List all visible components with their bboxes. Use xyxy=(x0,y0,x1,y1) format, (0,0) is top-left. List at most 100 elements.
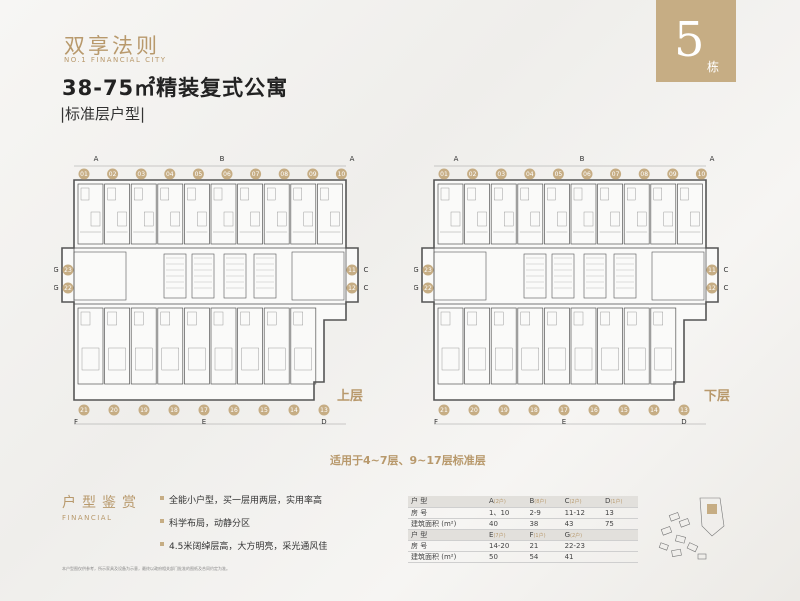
furniture xyxy=(441,347,460,371)
furniture xyxy=(223,211,234,227)
grid-marker-circle xyxy=(610,168,622,180)
grid-marker-circle xyxy=(678,404,690,416)
grid-marker: 02 xyxy=(467,168,479,180)
unit-cell xyxy=(290,307,317,385)
bathroom xyxy=(520,311,531,326)
spec-cell: A(2户) xyxy=(486,496,527,508)
unit-cell xyxy=(650,307,677,385)
spec-cell: 14-20 xyxy=(486,540,527,552)
spec-cell-value: 13 xyxy=(604,508,614,517)
grid-marker: 17 xyxy=(198,404,210,416)
furniture xyxy=(294,347,313,371)
spec-row-label: 户 型 xyxy=(408,529,486,541)
grid-marker-label: 15 xyxy=(620,407,628,414)
unit-cell xyxy=(77,307,104,385)
grid-marker: 06 xyxy=(221,168,233,180)
spec-cell: 22-23 xyxy=(561,540,602,552)
grid-marker: 21 xyxy=(438,404,450,416)
grid-marker-circle xyxy=(528,404,540,416)
feature-item: 4.5米阔绰层高，大方明亮，采光通风佳 xyxy=(160,539,327,552)
grid-marker: 15 xyxy=(618,404,630,416)
product-title: 38-75㎡精装复式公寓 xyxy=(62,76,289,100)
unit-cell xyxy=(263,307,290,385)
bathroom xyxy=(266,187,276,201)
grid-marker-label: 19 xyxy=(500,407,508,414)
furniture xyxy=(477,211,487,227)
spec-cell-value: 22-23 xyxy=(564,541,585,550)
axis-letter: G xyxy=(54,284,59,292)
bathroom xyxy=(573,311,584,326)
bathroom xyxy=(440,187,450,201)
axis-letter: C xyxy=(364,284,369,292)
grid-marker-circle xyxy=(346,282,358,294)
grid-marker: 13 xyxy=(678,404,690,416)
furniture xyxy=(108,347,126,371)
grid-marker: 11 xyxy=(706,264,718,276)
unit-cell xyxy=(623,307,650,385)
grid-marker-label: 05 xyxy=(195,171,203,178)
unit-cell xyxy=(597,183,623,245)
grid-marker: 15 xyxy=(258,404,270,416)
spec-cell: E(7户) xyxy=(486,529,527,541)
bathroom xyxy=(80,311,91,326)
grid-marker-circle xyxy=(638,168,650,180)
bathroom xyxy=(440,311,451,326)
bathroom xyxy=(187,187,196,201)
grid-marker-circle xyxy=(62,264,74,276)
grid-marker: 14 xyxy=(288,404,300,416)
grid-marker-circle xyxy=(524,168,536,180)
grid-marker-circle xyxy=(706,264,718,276)
grid-marker-label: 16 xyxy=(230,407,238,414)
grid-marker-label: 13 xyxy=(680,407,688,414)
unit-cell xyxy=(650,183,677,245)
unit-cell xyxy=(597,307,623,385)
spec-cell-count: (2户) xyxy=(569,499,582,506)
grid-marker-label: 17 xyxy=(200,407,208,414)
grid-marker-circle xyxy=(138,404,150,416)
furniture xyxy=(530,211,541,227)
unit-cell xyxy=(437,183,464,245)
grid-marker: 23 xyxy=(422,264,434,276)
unit-cell xyxy=(263,183,290,245)
grid-marker-circle xyxy=(288,404,300,416)
unit-cell xyxy=(237,307,263,385)
spec-cell: D(1户) xyxy=(601,496,638,508)
brand-subtitle: NO.1 FINANCIAL CITY xyxy=(64,56,167,64)
bathroom xyxy=(160,311,171,326)
spec-cell-value: 40 xyxy=(489,519,498,528)
spec-cell-value: 43 xyxy=(564,519,574,528)
furniture xyxy=(276,211,287,227)
spec-cell: C(2户) xyxy=(561,496,602,508)
grid-marker-label: 21 xyxy=(440,407,448,414)
unit-cell xyxy=(464,183,490,245)
grid-marker: 13 xyxy=(318,404,330,416)
spec-cell-value: 11-12 xyxy=(564,508,585,517)
grid-marker: 11 xyxy=(346,264,358,276)
grid-marker-circle xyxy=(78,404,90,416)
spec-row-label: 房 号 xyxy=(408,540,486,552)
furniture xyxy=(170,211,181,227)
grid-marker: 18 xyxy=(168,404,180,416)
building-badge: 5 栋 xyxy=(656,0,736,82)
grid-marker-label: 11 xyxy=(708,267,716,274)
grid-marker-circle xyxy=(346,264,358,276)
spec-cell: B(8户) xyxy=(526,496,562,508)
furniture xyxy=(143,211,154,227)
spec-cell: F(1户) xyxy=(526,529,562,541)
grid-marker-circle xyxy=(250,168,262,180)
grid-marker-circle xyxy=(221,168,233,180)
grid-marker: 01 xyxy=(78,168,90,180)
grid-marker-label: 08 xyxy=(640,171,648,178)
site-key-plan xyxy=(658,497,725,560)
grid-marker-label: 02 xyxy=(109,171,117,178)
grid-marker: 19 xyxy=(138,404,150,416)
unit-g xyxy=(433,251,487,301)
unit-cell xyxy=(517,307,544,385)
spec-cell-value: 75 xyxy=(604,519,614,528)
unit-cell xyxy=(490,183,517,245)
grid-marker-label: 01 xyxy=(80,171,88,178)
